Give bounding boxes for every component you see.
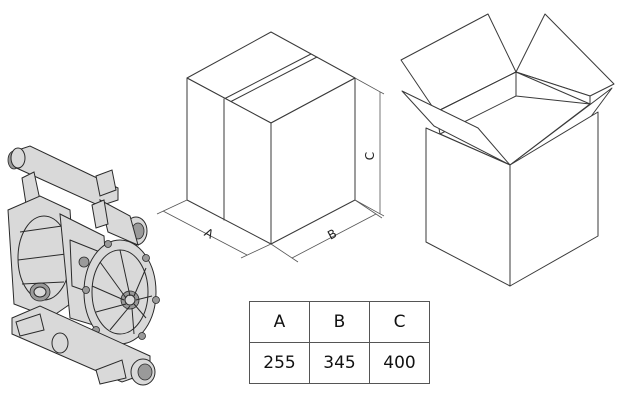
svg-text:A: A <box>202 225 217 242</box>
header-b: B <box>309 301 370 343</box>
closed-box-drawing <box>186 31 356 245</box>
dimensions-header-row: A B C <box>249 301 430 343</box>
dimension-label-a: A <box>202 225 217 242</box>
value-b: 345 <box>309 342 370 384</box>
value-a: 255 <box>249 342 310 384</box>
value-c: 400 <box>369 342 430 384</box>
dimensions-table: A B C 255 345 400 <box>249 301 430 384</box>
diaphragm-pump-illustration <box>7 145 160 386</box>
dimension-label-c: C <box>363 152 377 160</box>
header-c: C <box>369 301 430 343</box>
open-box-drawing <box>400 13 615 287</box>
svg-text:C: C <box>363 152 377 160</box>
header-a: A <box>249 301 310 343</box>
dimensions-value-row: 255 345 400 <box>249 342 430 384</box>
